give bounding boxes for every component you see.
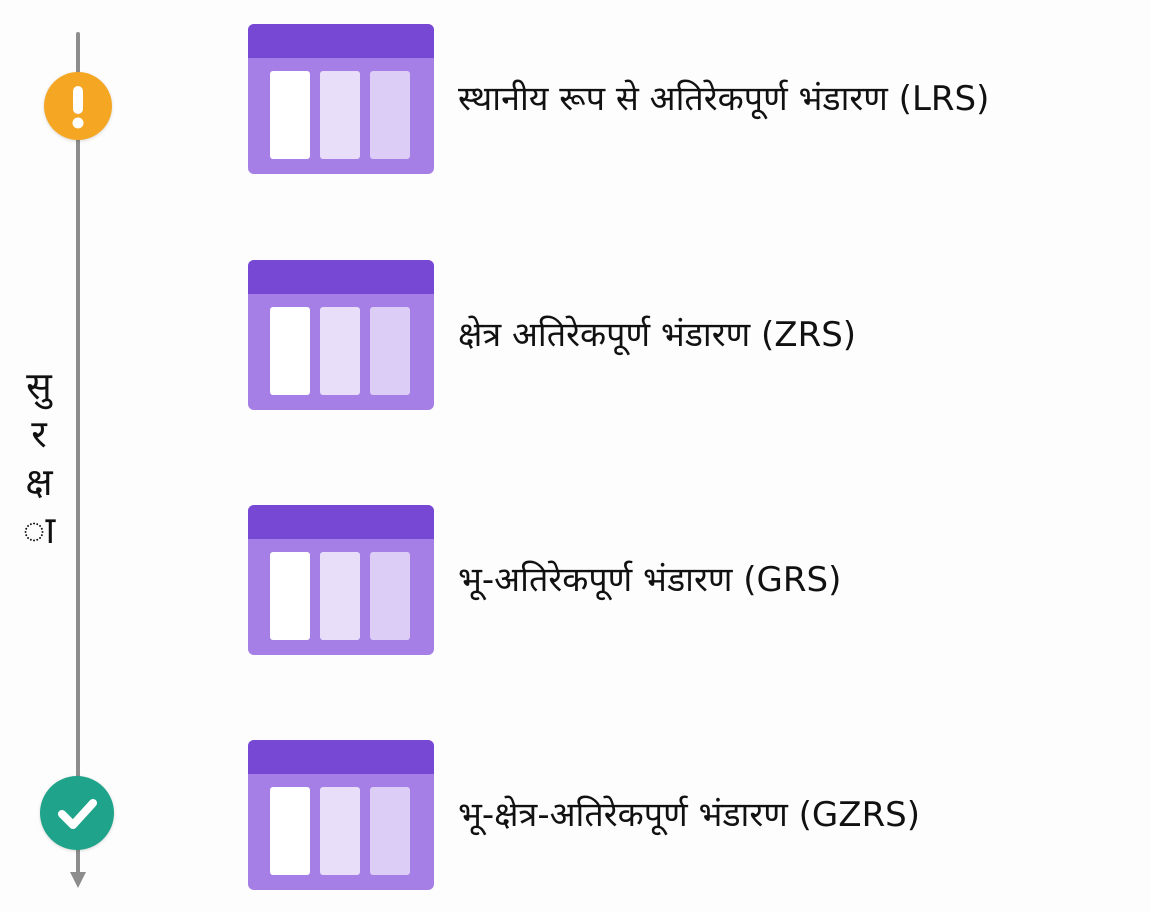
warning-icon [44,72,112,140]
option-label-zrs: क्षेत्र अतिरेकपूर्ण भंडारण (ZRS) [458,315,857,355]
option-label-lrs: स्थानीय रूप से अतिरेकपूर्ण भंडारण (LRS) [458,79,990,119]
option-row-grs: भू-अतिरेकपूर्ण भंडारण (GRS) [248,505,1128,655]
option-label-gzrs: भू-क्षेत्र-अतिरेकपूर्ण भंडारण (GZRS) [458,795,921,835]
storage-table-icon [248,740,434,890]
axis-label-char: सु [26,364,52,408]
option-row-gzrs: भू-क्षेत्र-अतिरेकपूर्ण भंडारण (GZRS) [248,740,1128,890]
security-axis-line [76,32,80,874]
axis-label-char: ा [22,508,56,552]
option-row-lrs: स्थानीय रूप से अतिरेकपूर्ण भंडारण (LRS) [248,24,1128,174]
axis-label-char: र [31,412,47,456]
check-icon [40,776,114,850]
axis-label-char: क्ष [25,460,53,504]
storage-table-icon [248,24,434,174]
axis-label: सु र क्ष ा [14,362,64,554]
option-row-zrs: क्षेत्र अतिरेकपूर्ण भंडारण (ZRS) [248,260,1128,410]
axis-arrow-icon [70,872,86,888]
storage-table-icon [248,505,434,655]
option-label-grs: भू-अतिरेकपूर्ण भंडारण (GRS) [458,560,842,600]
storage-table-icon [248,260,434,410]
